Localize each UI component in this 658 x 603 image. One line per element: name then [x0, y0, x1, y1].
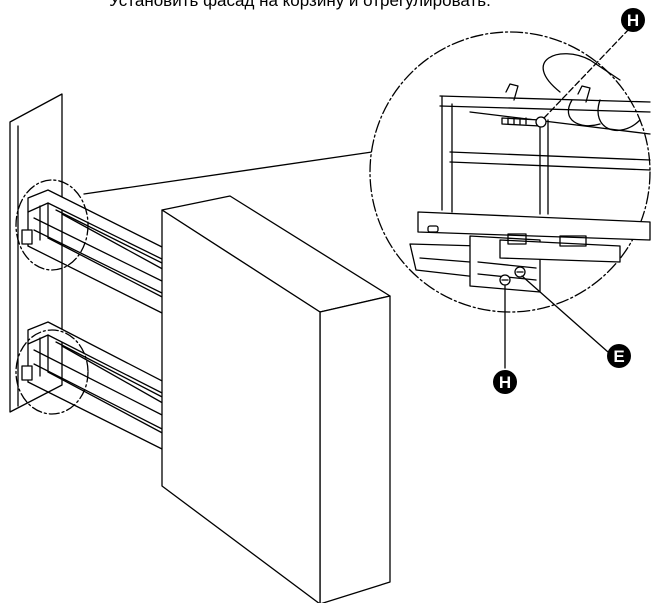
- svg-text:H: H: [499, 373, 511, 392]
- callout-leader-right: [521, 275, 609, 353]
- lower-detail-circle: [15, 329, 89, 415]
- magnified-detail-view: [369, 31, 651, 313]
- top-screw: [501, 116, 547, 128]
- callout-h-bottom: H: [493, 370, 517, 394]
- callout-h-top: H: [621, 8, 645, 32]
- callout-e-right: E: [607, 344, 631, 368]
- lower-basket: [15, 321, 169, 453]
- front-facade: [161, 195, 391, 603]
- upper-detail-circle: [15, 179, 89, 271]
- svg-text:E: E: [613, 347, 624, 366]
- upper-basket: [15, 179, 169, 317]
- detail-leader-line: [83, 151, 373, 195]
- callout-leader-top: [543, 27, 631, 119]
- instruction-text: Установить фасад на корзину и отрегулиро…: [109, 0, 491, 10]
- svg-text:H: H: [627, 11, 639, 30]
